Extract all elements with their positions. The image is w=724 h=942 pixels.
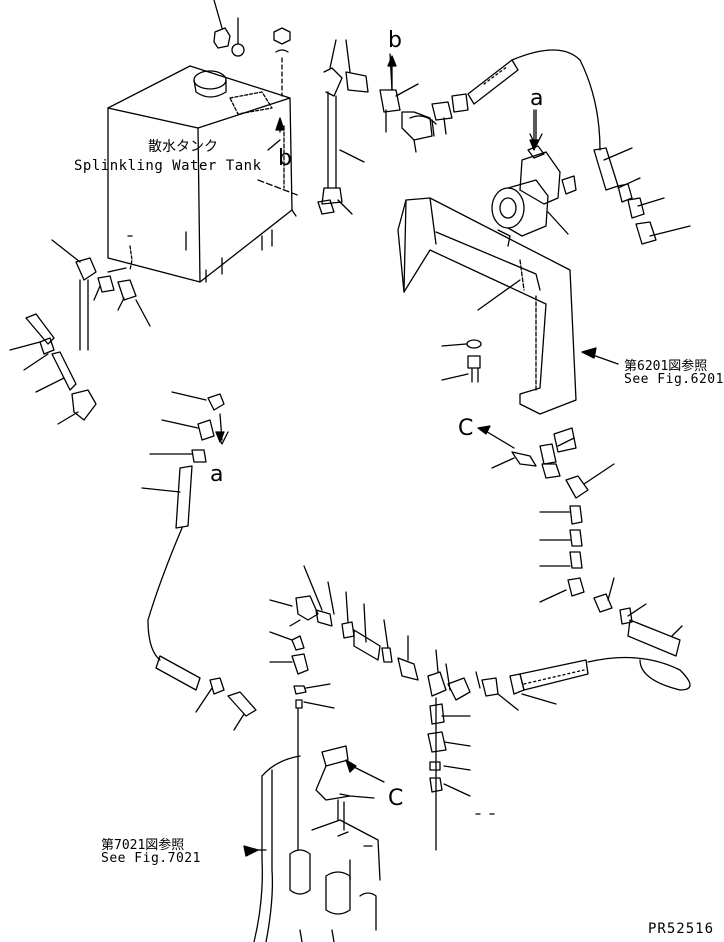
tank-label-jp: 散水タンク [148, 139, 218, 155]
connector-a-left: a [210, 462, 224, 487]
connector-c-bottom: C [388, 786, 404, 811]
ref-7021-label-jp: 第7021図参照 [101, 838, 185, 853]
top-tee-fitting [379, 53, 469, 153]
left-hose [141, 391, 257, 731]
tank-label-en: Splinkling Water Tank [74, 158, 262, 174]
right-fitting-stack [427, 427, 683, 851]
connector-c-right: C [458, 416, 474, 441]
lower-frame [253, 745, 381, 942]
drawing-code: PR52516 [648, 921, 715, 937]
tank-supply-pipe [317, 39, 369, 215]
water-tank [107, 65, 301, 283]
arrows [215, 55, 597, 857]
bottom-center-assembly [269, 565, 691, 851]
connector-b-tank: b [278, 146, 292, 171]
ref-7021-label-en: See Fig.7021 [101, 851, 201, 866]
connector-b-top: b [388, 28, 402, 53]
drain-assembly [9, 239, 151, 425]
mounting-bracket [397, 197, 577, 415]
ref-6201-label-jp: 第6201図参照 [624, 359, 708, 374]
hose-to-pump [467, 49, 691, 245]
tank-top-fittings [213, 0, 291, 97]
connector-a-top: a [530, 86, 544, 111]
ref-6201-label-en: See Fig.6201 [624, 372, 724, 387]
arrow-shafts [249, 59, 619, 851]
